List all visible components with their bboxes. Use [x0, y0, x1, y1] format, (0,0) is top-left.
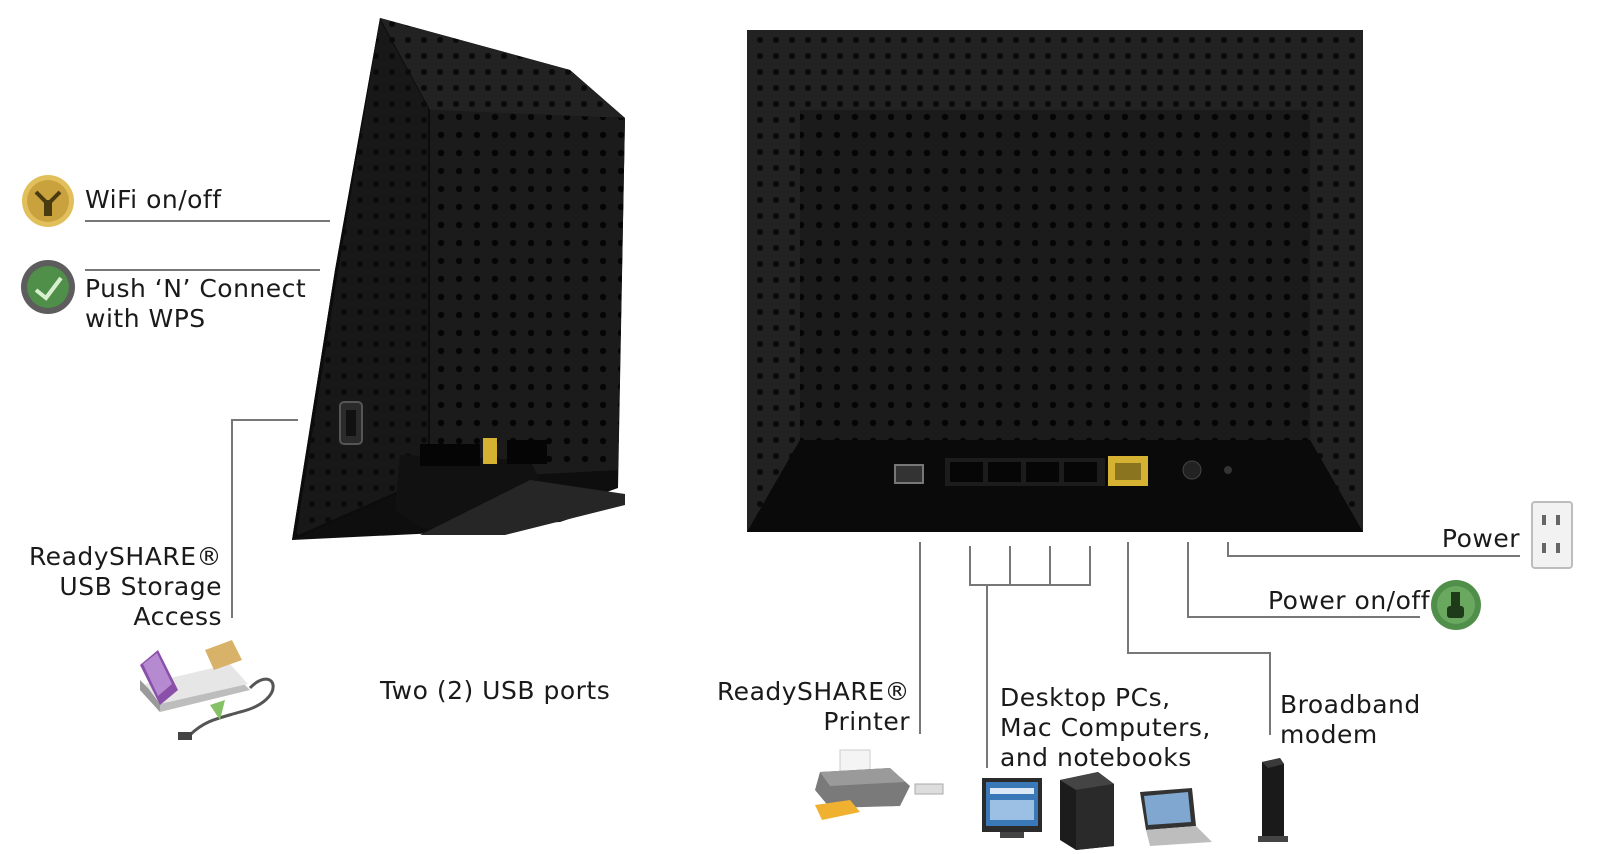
- wifi-button-icon: [22, 175, 74, 227]
- laptop-icon: [1140, 788, 1212, 846]
- wps-button-icon: [21, 260, 75, 314]
- rear-usb-port: [894, 464, 924, 484]
- leader-lines: [85, 220, 1520, 768]
- modem-label-line2: modem: [1280, 720, 1378, 749]
- pc-tower-icon: [1060, 772, 1114, 850]
- modem-icon: [1258, 758, 1288, 842]
- computers-label-line1: Desktop PCs,: [1000, 683, 1171, 712]
- usb-storage-label-line3: Access: [133, 602, 222, 631]
- router-side-view: [292, 18, 625, 540]
- computers-label-line2: Mac Computers,: [1000, 713, 1211, 742]
- power-label: Power: [1441, 524, 1520, 553]
- usb-storage-label-line1: ReadySHARE®: [28, 542, 222, 571]
- monitor-icon: [982, 778, 1042, 838]
- usb-storage-label-line2: USB Storage: [59, 572, 222, 601]
- usb-ports-label: Two (2) USB ports: [380, 676, 611, 705]
- power-button-icon: [1431, 580, 1481, 630]
- modem-label-line1: Broadband: [1280, 690, 1421, 719]
- rear-power-switch: [1182, 460, 1202, 480]
- side-wan-port: [483, 438, 497, 464]
- rear-power-jack: [1224, 466, 1232, 474]
- wps-label-line1: Push ‘N’ Connect: [85, 274, 307, 303]
- router-rear-view: [747, 30, 1363, 532]
- power-switch-label: Power on/off: [1268, 586, 1430, 615]
- power-outlet-icon: [1531, 501, 1573, 569]
- usb-storage-icon: [140, 640, 275, 740]
- printer-label-line2: Printer: [823, 707, 910, 736]
- printer-label-line1: ReadySHARE®: [716, 677, 910, 706]
- wps-label-line2: with WPS: [85, 304, 206, 333]
- printer-icon: [815, 749, 944, 820]
- computers-label-line3: and notebooks: [1000, 743, 1192, 772]
- wifi-label: WiFi on/off: [85, 185, 222, 214]
